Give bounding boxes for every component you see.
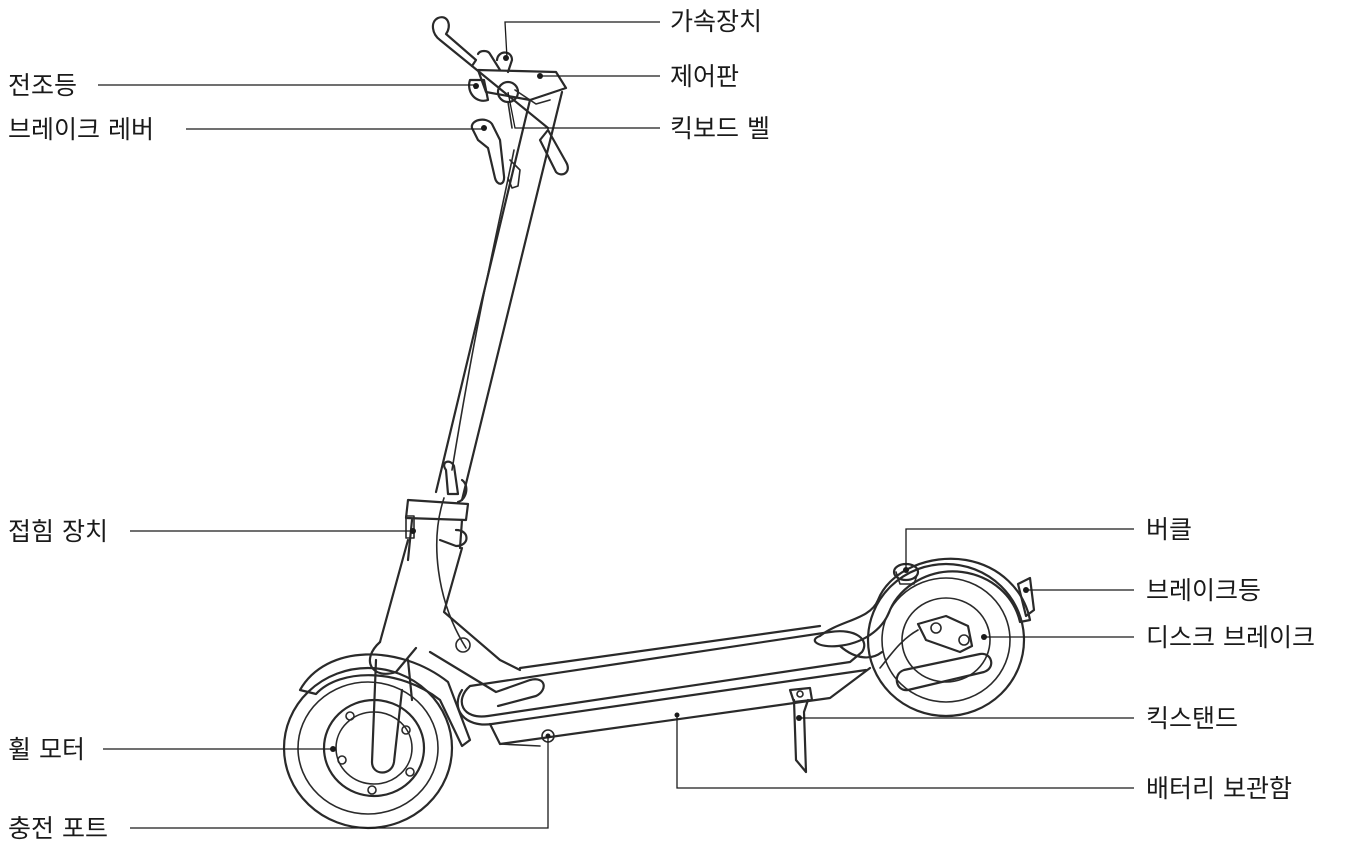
label-dashboard: 제어판 <box>670 62 739 91</box>
label-bell: 킥보드 벨 <box>670 114 770 143</box>
front-fender <box>298 653 472 748</box>
handlebar <box>431 16 569 176</box>
label-folding: 접힘 장치 <box>8 517 108 546</box>
rear-fender <box>813 557 1032 659</box>
scooter-illustration <box>282 16 1036 830</box>
label-brake-light: 브레이크등 <box>1146 576 1261 605</box>
label-throttle: 가속장치 <box>670 7 762 36</box>
label-battery: 배터리 보관함 <box>1146 774 1292 803</box>
label-brake-lever: 브레이크 레버 <box>8 115 154 144</box>
label-kickstand: 킥스탠드 <box>1146 704 1238 733</box>
fork <box>370 658 414 774</box>
label-buckle: 버클 <box>1146 515 1192 544</box>
leader-lines <box>98 21 1134 829</box>
disc-brake <box>879 614 993 692</box>
part-labels: 가속장치 전조등 제어판 브레이크 레버 킥보드 벨 접힘 장치 버클 브레이크… <box>8 7 1315 843</box>
front-wheel <box>282 666 454 830</box>
headlight <box>468 78 490 102</box>
label-wheel-motor: 휠 모터 <box>8 735 85 764</box>
stem <box>434 90 564 502</box>
folding-mechanism <box>404 460 470 649</box>
frame <box>368 538 545 708</box>
label-headlight: 전조등 <box>8 71 77 100</box>
brake-light <box>1016 576 1036 618</box>
label-charging-port: 충전 포트 <box>8 814 108 843</box>
deck <box>456 624 872 747</box>
label-disc-brake: 디스크 브레이크 <box>1146 623 1315 652</box>
kickstand <box>788 686 814 774</box>
rear-wheel <box>866 562 1026 718</box>
dashboard <box>476 68 568 105</box>
bell <box>496 80 520 129</box>
